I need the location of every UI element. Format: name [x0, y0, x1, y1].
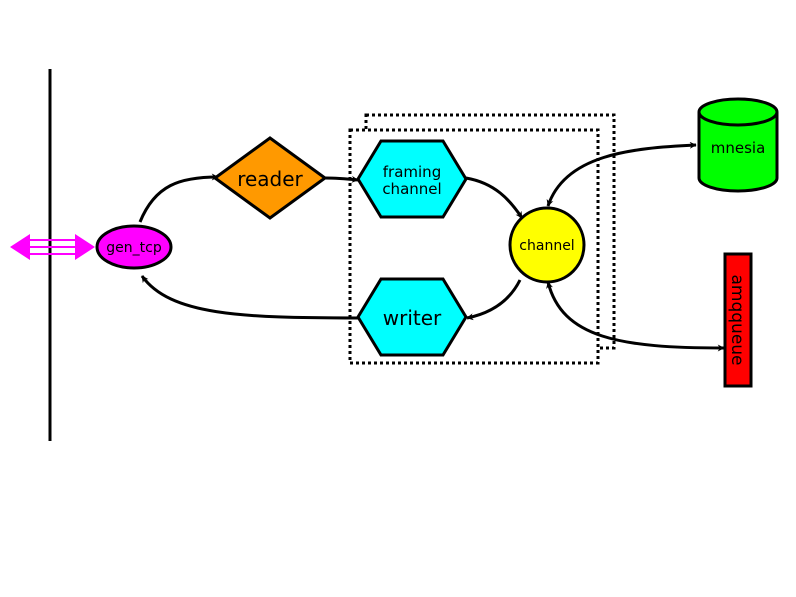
edge-framing-to-channel [465, 176, 524, 219]
writer-label: writer [383, 306, 442, 330]
framing-channel-label-line1: framing [383, 163, 441, 181]
mnesia-node: mnesia [697, 97, 779, 193]
edge-gen-tcp-to-reader [138, 173, 219, 223]
edge-reader-to-framing [324, 175, 359, 183]
edge-channel-amqqueue [546, 281, 725, 352]
writer-node: writer [356, 277, 468, 357]
framing-channel-node: framing channel [356, 139, 468, 219]
channel-label: channel [519, 238, 574, 254]
edge-channel-to-writer [466, 279, 522, 321]
framing-channel-label-line2: channel [382, 180, 441, 198]
reader-node: reader [212, 136, 328, 220]
gen-tcp-node: gen_tcp [95, 224, 173, 270]
gen-tcp-label: gen_tcp [106, 240, 162, 256]
channel-node: channel [508, 206, 586, 284]
edge-writer-to-gen-tcp [140, 275, 359, 320]
mnesia-label: mnesia [711, 139, 766, 157]
external-link-arrow [10, 234, 95, 260]
amqqueue-label: amqqueue [727, 274, 747, 365]
edge-channel-mnesia [546, 141, 697, 207]
amqqueue-node: amqqueue [723, 252, 753, 388]
reader-label: reader [237, 167, 303, 191]
